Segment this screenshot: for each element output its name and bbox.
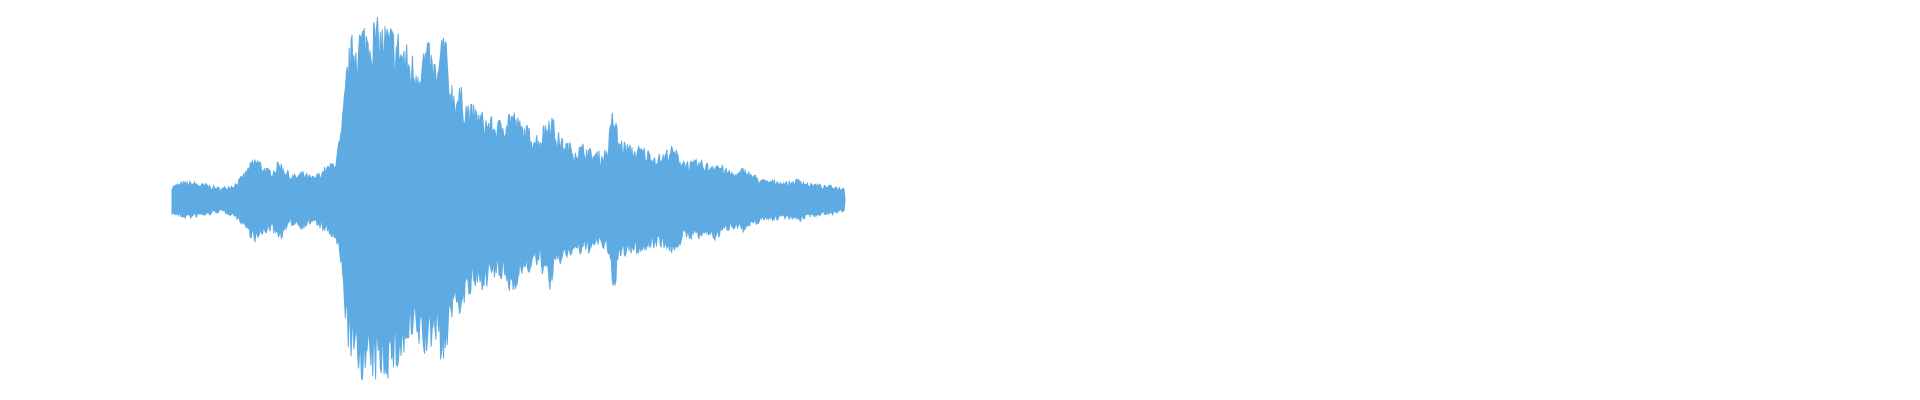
waveform-shape: [171, 16, 846, 381]
